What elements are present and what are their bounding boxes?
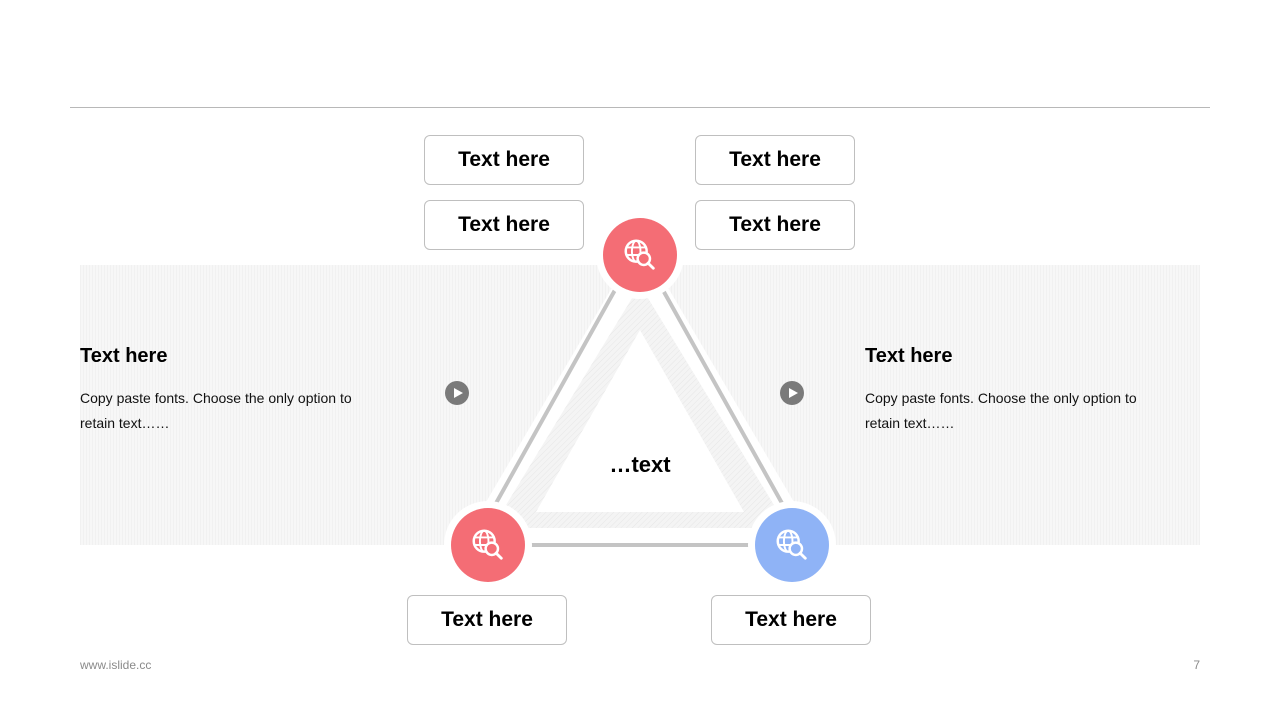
label-box-top-left-2: Text here (424, 200, 584, 250)
label-box-top-left-1: Text here (424, 135, 584, 185)
left-panel-title: Text here (80, 345, 168, 367)
triangle-inner (536, 330, 744, 512)
play-icon-right[interactable] (780, 381, 804, 405)
node-bottom-left (451, 508, 525, 582)
globe-search-icon (472, 529, 503, 560)
right-panel-body: Copy paste fonts. Choose the only option… (865, 390, 1137, 431)
label-box-top-right-2: Text here (695, 200, 855, 250)
node-top (603, 218, 677, 292)
page-number: 7 (1193, 658, 1200, 672)
footer-url[interactable]: www.islide.cc (80, 658, 152, 672)
node-bottom-right (755, 508, 829, 582)
globe-search-icon (776, 529, 807, 560)
right-panel-title: Text here (865, 345, 953, 367)
edge-right (662, 290, 785, 507)
center-label: …text (609, 452, 671, 477)
play-icon-left[interactable] (445, 381, 469, 405)
label-box-bottom-left: Text here (407, 595, 567, 645)
top-divider (70, 107, 1210, 108)
left-panel-body: Copy paste fonts. Choose the only option… (80, 390, 352, 431)
edge-left (493, 288, 617, 507)
globe-search-icon (624, 239, 655, 270)
label-box-bottom-right: Text here (711, 595, 871, 645)
label-box-top-right-1: Text here (695, 135, 855, 185)
